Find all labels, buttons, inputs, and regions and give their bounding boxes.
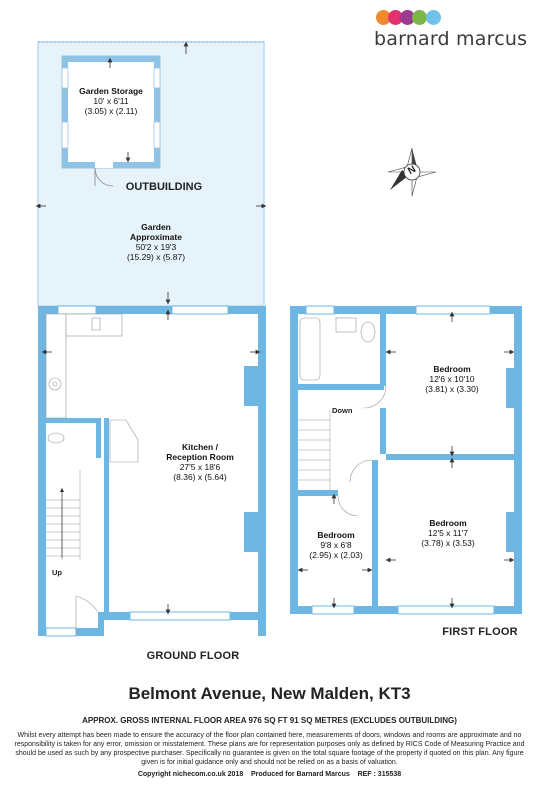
kitchen-metric: (8.36) x (5.64) [173, 472, 227, 482]
ground-floor-walls [38, 305, 266, 640]
kitchen-name-2: Reception Room [166, 452, 234, 462]
garden-name-qualifier: Approximate [130, 232, 182, 242]
property-address: Belmont Avenue, New Malden, KT3 [128, 684, 411, 703]
garden-storage-name: Garden Storage [79, 86, 143, 96]
garden-name: Garden [141, 222, 171, 232]
outbuilding-title: OUTBUILDING [125, 181, 203, 193]
compass-icon [387, 147, 437, 197]
floor-area-summary: APPROX. GROSS INTERNAL FLOOR AREA 976 SQ… [82, 716, 457, 725]
kitchen-reception-label: Kitchen / Reception Room 27'5 x 18'6 (8.… [140, 442, 260, 482]
first-floor-title: FIRST FLOOR [442, 626, 518, 638]
bedroom-rear-label: Bedroom 12'6 x 10'10 (3.81) x (3.30) [400, 364, 504, 394]
brand-logo: barnard marcus [374, 8, 534, 52]
first-dimension-arrows [297, 311, 515, 609]
garden-imperial: 50'2 x 19'3 [135, 242, 177, 252]
ground-stairs-label: Up [52, 568, 62, 577]
bedroom-small-label: Bedroom 9'8 x 6'8 (2.95) x (2.03) [300, 530, 372, 560]
logo-dot-purple [400, 10, 415, 25]
garden-storage-imperial: 10' x 6'11 [93, 96, 129, 106]
garden-storage-outline [61, 55, 161, 187]
logo-dot-green [412, 10, 427, 25]
ground-dimension-arrows [41, 309, 261, 615]
first-floor-walls [290, 305, 522, 615]
bedroom-front-label: Bedroom 12'5 x 11'7 (3.78) x (3.53) [396, 518, 500, 548]
garden-storage-metric: (3.05) x (2.11) [84, 106, 138, 116]
bedroom-rear-name: Bedroom [433, 364, 471, 374]
brand-name: barnard marcus [374, 28, 528, 50]
kitchen-name: Kitchen / [182, 442, 218, 452]
bedroom-rear-imperial: 12'6 x 10'10 [429, 374, 475, 384]
bedroom-small-name: Bedroom [317, 530, 355, 540]
kitchen-imperial: 27'5 x 18'6 [179, 462, 221, 472]
bedroom-small-metric: (2.95) x (2.03) [309, 550, 363, 560]
bedroom-front-name: Bedroom [429, 518, 467, 528]
garden-metric: (15.29) x (5.87) [126, 252, 186, 262]
copyright-line: Copyright nichecom.co.uk 2018 Produced f… [137, 771, 402, 778]
logo-dot-orange [376, 10, 391, 25]
ground-floor-title: GROUND FLOOR [146, 650, 240, 662]
garden-storage-label: Garden Storage 10' x 6'11 (3.05) x (2.11… [66, 86, 156, 116]
bedroom-front-imperial: 12'5 x 11'7 [428, 528, 468, 538]
bedroom-front-metric: (3.78) x (3.53) [421, 538, 475, 548]
bedroom-small-imperial: 9'8 x 6'8 [320, 540, 352, 550]
garden-dimension-arrows [35, 41, 267, 305]
floor-plan-drawing [35, 41, 522, 640]
first-stairs-label: Down [332, 406, 353, 415]
disclaimer-text: Whilst every attempt has been made to en… [14, 732, 525, 766]
logo-dot-pink [388, 10, 403, 25]
garden-label: Garden Approximate 50'2 x 19'3 (15.29) x… [96, 222, 216, 262]
bedroom-rear-metric: (3.81) x (3.30) [425, 384, 479, 394]
logo-dot-blue [426, 10, 441, 25]
